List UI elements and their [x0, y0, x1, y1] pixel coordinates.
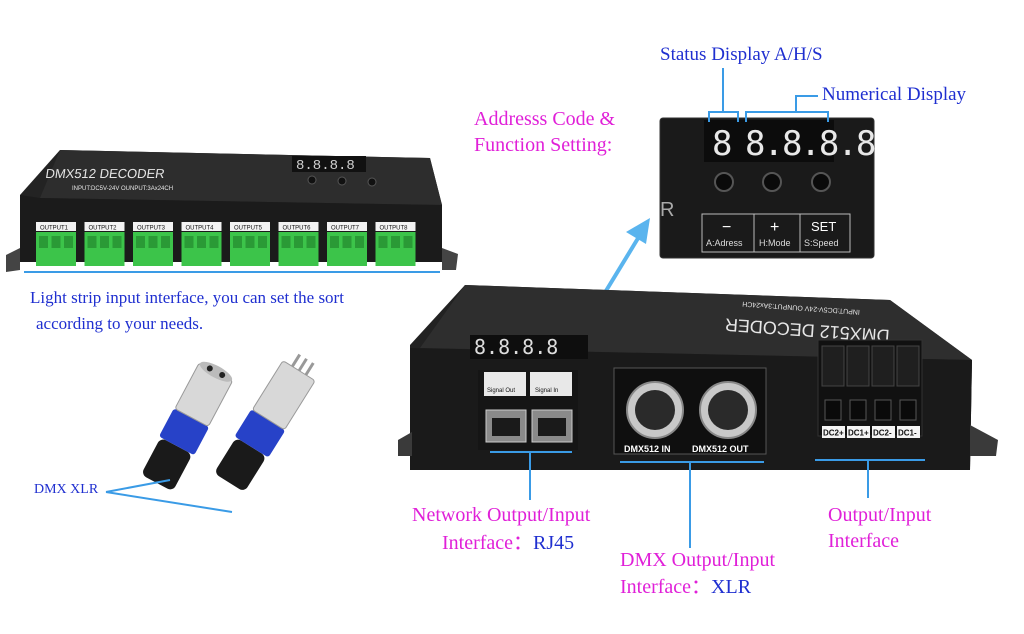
numerical-bracket: [745, 111, 829, 122]
dc-terminal-block: DC2+ DC1+ DC2- DC1-: [821, 345, 920, 438]
output-terminal-1: OUTPUT1: [36, 222, 76, 266]
set-button: [811, 172, 831, 192]
device-name-label: DMX512 DECODER: [45, 166, 166, 181]
status-display-label: Status Display A/H/S: [660, 44, 823, 65]
dc-terminal-1: DC2+: [821, 345, 845, 438]
output-terminal-row: OUTPUT1 OUTPUT2 OUTPUT3 OUTPUT4 OUTPUT5 OUTPU…: [36, 222, 416, 266]
output-terminal-6: OUTPUT6: [278, 222, 319, 266]
light-strip-label-line1: Light strip input interface, you can set…: [30, 288, 344, 307]
output-terminal-label: OUTPUT3: [137, 226, 166, 232]
output-terminal-label: OUTPUT5: [234, 226, 263, 232]
svg-text:R: R: [660, 199, 674, 221]
output-terminal-label: OUTPUT6: [283, 226, 312, 232]
numerical-leader-line: [795, 95, 818, 112]
output-terminal-5: OUTPUT5: [230, 222, 270, 266]
output-terminal-label: OUTPUT1: [40, 226, 69, 232]
rj45-in-label: Signal In: [535, 388, 558, 394]
output-terminal-7: OUTPUT7: [327, 222, 367, 266]
output-terminal-label: OUTPUT4: [186, 226, 215, 232]
decoder-front-view: DMX512 DECODER INPUT:DC5V-24V OUNPUT:3Ax…: [6, 150, 458, 272]
dc-terminal-label: DC2+: [823, 429, 844, 438]
back-display: [470, 335, 588, 359]
output-terminal-3: OUTPUT3: [133, 222, 173, 266]
plus-button: [762, 172, 782, 192]
status-digit: 8: [712, 124, 732, 164]
decoder-back-view: DMX512 DECODER INPUT:DC5V-24V OUNPUT:3Ax…: [398, 285, 998, 470]
output-terminal-label: OUTPUT7: [331, 226, 360, 232]
dmx-io-label-line1: DMX Output/Input: [620, 549, 775, 571]
output-terminal-label: OUTPUT2: [89, 226, 118, 232]
xlr-in-label: DMX512 IN: [624, 444, 671, 454]
plus-label: +: [770, 219, 779, 236]
output-terminal-label: OUTPUT8: [380, 226, 409, 232]
address-label-line2: Function Setting:: [474, 134, 613, 156]
device-spec-label: INPUT:DC5V-24V OUNPUT:3Ax24CH: [72, 186, 173, 192]
minus-label: −: [722, 219, 731, 236]
output-terminal-8: OUTPUT8: [375, 222, 416, 266]
zoom-arrow-head: [626, 218, 650, 244]
mode-label: H:Mode: [759, 238, 791, 248]
dmx-io-label-line2: Interface：XLR: [620, 576, 752, 598]
dc-terminal-label: DC2-: [873, 429, 892, 438]
dmx-xlr-leader-2: [105, 491, 233, 513]
dc-terminal-label: DC1+: [848, 429, 869, 438]
minus-button: [714, 172, 734, 192]
dmx-xlr-leader-1: [105, 479, 171, 493]
light-strip-label-line2: according to your needs.: [36, 314, 204, 333]
front-display: [292, 156, 366, 172]
xlr-cable-plugs: [143, 353, 315, 490]
front-display-digits: 8.8.8.8: [296, 158, 355, 174]
output-terminal-2: OUTPUT2: [84, 222, 125, 266]
xlr-out-label: DMX512 OUT: [692, 444, 749, 454]
dc-terminal-3: DC2-: [871, 345, 895, 438]
address-label: A:Adress: [706, 238, 743, 248]
dc-terminal-2: DC1+: [846, 345, 870, 438]
front-button-2: [337, 176, 347, 186]
speed-label: S:Speed: [804, 238, 839, 248]
output-label-line1: Output/Input: [828, 504, 932, 526]
output-terminal-4: OUTPUT4: [181, 222, 222, 266]
network-label-line2: Interface：RJ45: [442, 532, 575, 554]
dc-terminal-4: DC1-: [896, 345, 920, 438]
network-label-line1: Network Output/Input: [412, 504, 591, 526]
dc-terminal-label: DC1-: [898, 429, 917, 438]
dmx-xlr-label: DMX XLR: [34, 482, 99, 497]
front-button-3: [367, 177, 377, 187]
numerical-digits: 8.8.8.8: [745, 124, 875, 164]
front-button-1: [307, 175, 317, 185]
back-display-digits: 8.8.8.8: [474, 335, 558, 359]
output-label-line2: Interface: [828, 530, 900, 552]
display-zoom-panel: 8 8.8.8.8 R − + SET A:Adress H:Mode S:Sp…: [659, 117, 877, 259]
rj45-out-label: Signal Out: [487, 388, 515, 394]
address-label-line1: Addresss Code &: [474, 108, 616, 130]
numerical-display-label: Numerical Display: [822, 84, 967, 105]
set-label: SET: [811, 219, 836, 234]
